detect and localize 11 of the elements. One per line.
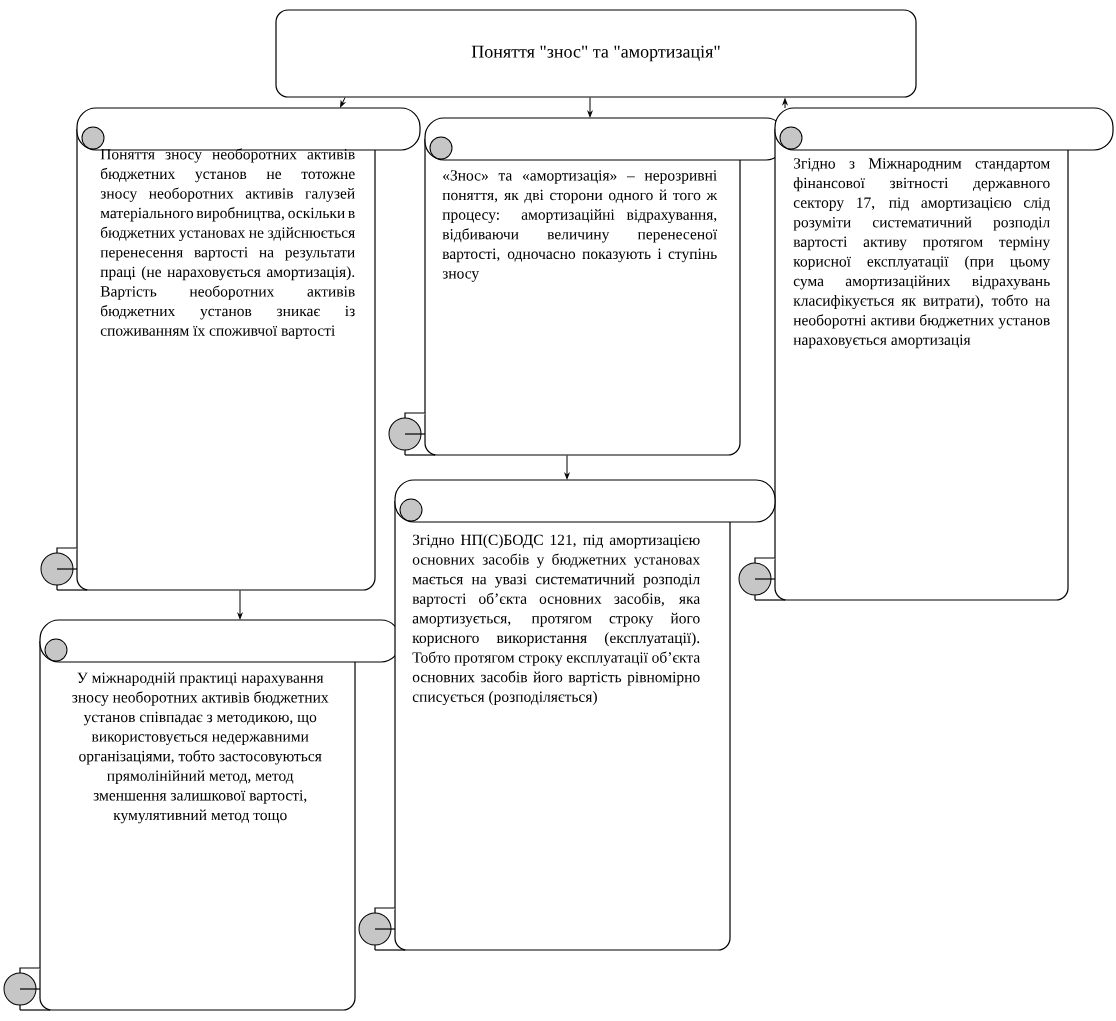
node-label: У міжнародній практиці нарахування зносу необоротних активів бюджетних установ співпадає з методикою, що використовується недержавними організаціями, тобто застосовуються прямолінійний метод, метод зменшення залишкової вартості, кумулятивний метод тощо xyxy=(72,672,329,824)
scroll-box: «Знос» та «амортизація» – нерозривні поняття, як дві сторони одного й того ж процесу: амортизаційні відрахування, відбиваючи величину перенесеної вартості, одночасно показують і ступінь зносу xyxy=(388,117,786,456)
arrow xyxy=(782,98,788,109)
scroll-box: Згідно з Міжнародним стандартом фінансової звітності державного сектору 17, під амортизацією слід розуміти систематичний розподіл вартості активу протягом терміну корисної експлуатації (при цьому сума амортизаційних відрахувань класифікується як витрати), тобто на необоротні активи бюджетних установ нараховується амортизація xyxy=(738,107,1114,601)
title-box: Поняття "знос" та "амортизація" xyxy=(275,9,917,98)
arrow xyxy=(564,454,570,480)
scroll-box: У міжнародній практиці нарахування зносу необоротних активів бюджетних установ співпадає з методикою, що використовується недержавними організаціями, тобто застосовуються прямолінійний метод, метод зменшення залишкової вартості, кумулятивний метод тощо xyxy=(3,619,401,1011)
arrow xyxy=(237,589,243,620)
arrow xyxy=(587,97,593,118)
scroll-box: Згідно НП(С)БОДС 121, під амортизацією основних засобів у бюджетних установах мається на увазі систематичний розподіл вартості об’єкта основних засобів, яка амортизується, протягом строку його корисного використання (експлуатації). Тобто протягом строку експлуатації об’єкта основних засобів його вартість рівномірно списується (розподіляється) xyxy=(358,479,776,951)
arrow xyxy=(340,97,346,108)
